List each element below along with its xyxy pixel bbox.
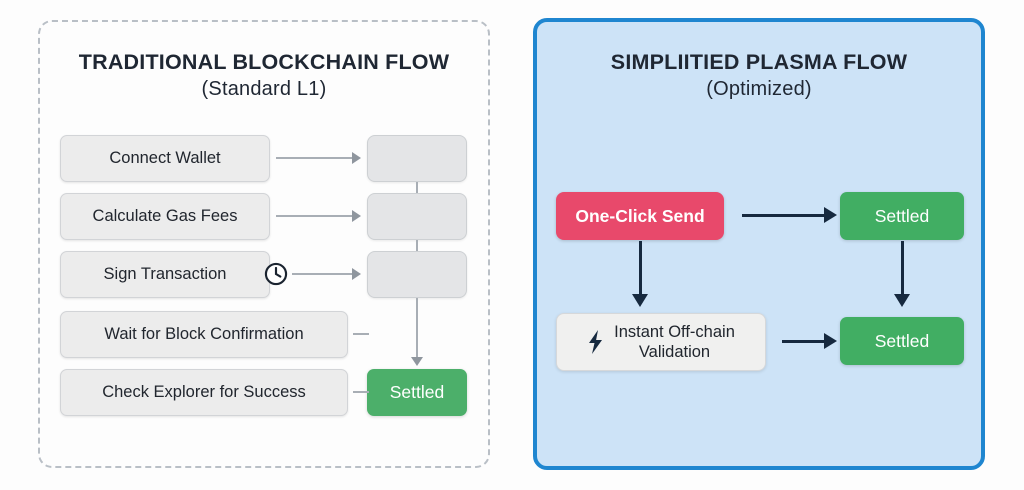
- one-click-send-node[interactable]: One-Click Send: [556, 192, 724, 240]
- settled-box-right-top: Settled: [840, 192, 964, 240]
- connector-send-to-validation-line: [639, 241, 642, 294]
- connector-placeholder-to-settled-line: [416, 298, 418, 357]
- step-connect-wallet[interactable]: Connect Wallet: [60, 135, 270, 182]
- connector-row3-line: [292, 273, 352, 275]
- settled-box-right-bottom: Settled: [840, 317, 964, 365]
- connector-row2-line: [276, 215, 352, 217]
- connector-settled-top-to-bottom-line: [901, 241, 904, 294]
- placeholder-box-2: [367, 193, 467, 240]
- right-panel-title: SIMPLIITIED PLASMA FLOW (Optimized): [537, 48, 981, 103]
- instant-offchain-validation-node[interactable]: Instant Off-chain Validation: [556, 313, 766, 371]
- connector-placeholder-2-3: [416, 240, 418, 251]
- settled-box-left: Settled: [367, 369, 467, 416]
- validation-label: Instant Off-chain Validation: [614, 322, 735, 362]
- step-label: Check Explorer for Success: [102, 383, 306, 401]
- traditional-flow-panel: TRADITIONAL BLOCKCHAIN FLOW (Standard L1…: [38, 20, 490, 468]
- connector-row1-arrowhead: [352, 152, 361, 164]
- connector-validation-to-settled-line: [782, 340, 824, 343]
- connector-row3-arrowhead: [352, 268, 361, 280]
- step-label: Wait for Block Confirmation: [104, 325, 304, 343]
- lightning-bolt-icon: [589, 330, 603, 354]
- step-sign-transaction[interactable]: Sign Transaction: [60, 251, 270, 298]
- right-panel-subtitle: (Optimized): [706, 78, 812, 101]
- validation-label-line2: Validation: [638, 343, 711, 361]
- connector-validation-to-settled-arrowhead: [824, 333, 837, 349]
- connector-send-to-validation-arrowhead: [632, 294, 648, 307]
- connector-row5-stub: [353, 391, 369, 393]
- step-label: Calculate Gas Fees: [92, 207, 238, 225]
- connector-row1-line: [276, 157, 352, 159]
- left-panel-title: TRADITIONAL BLOCKCHAIN FLOW (Standard L1…: [40, 48, 488, 103]
- settled-label: Settled: [389, 382, 445, 402]
- settled-label: Settled: [874, 205, 930, 226]
- left-panel-title-main: TRADITIONAL BLOCKCHAIN FLOW: [78, 50, 450, 74]
- connector-placeholder-1-2: [416, 182, 418, 193]
- step-calculate-gas-fees[interactable]: Calculate Gas Fees: [60, 193, 270, 240]
- right-panel-title-main: SIMPLIITIED PLASMA FLOW: [610, 50, 908, 74]
- step-label: Connect Wallet: [109, 149, 221, 167]
- step-label: Sign Transaction: [103, 265, 227, 283]
- connector-row2-arrowhead: [352, 210, 361, 222]
- settled-label: Settled: [874, 330, 930, 351]
- validation-label-line1: Instant Off-chain: [614, 322, 735, 341]
- connector-send-to-settled-line: [742, 214, 824, 217]
- step-wait-for-block-confirmation[interactable]: Wait for Block Confirmation: [60, 311, 348, 358]
- left-panel-subtitle: (Standard L1): [201, 78, 327, 101]
- connector-placeholder-to-settled-arrowhead: [411, 357, 423, 366]
- clock-icon: [264, 262, 288, 286]
- placeholder-box-1: [367, 135, 467, 182]
- step-check-explorer-for-success[interactable]: Check Explorer for Success: [60, 369, 348, 416]
- placeholder-box-3: [367, 251, 467, 298]
- connector-send-to-settled-arrowhead: [824, 207, 837, 223]
- plasma-flow-panel: SIMPLIITIED PLASMA FLOW (Optimized): [533, 18, 985, 470]
- one-click-send-label: One-Click Send: [575, 205, 705, 226]
- connector-settled-top-to-bottom-arrowhead: [894, 294, 910, 307]
- connector-row4-stub: [353, 333, 369, 335]
